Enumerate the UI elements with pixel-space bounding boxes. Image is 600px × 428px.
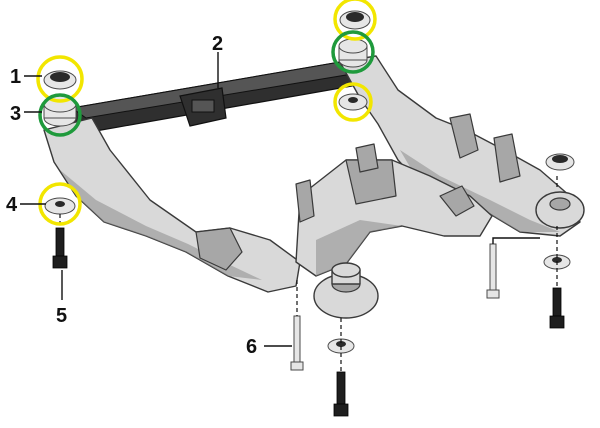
- left-longitudinal-arm: [43, 117, 301, 293]
- upper-insulator-left: [43, 70, 77, 90]
- bolt-front-right: [549, 287, 565, 329]
- lower-insulator-left: [44, 197, 76, 215]
- right-longitudinal-arm: [339, 55, 581, 237]
- long-bolt-right: [486, 243, 500, 299]
- yellow-ring-upper-right: [333, 0, 377, 41]
- front-right-mount-tower: [535, 191, 585, 229]
- callout-3: 3: [10, 103, 21, 125]
- callout-4: 4: [6, 194, 18, 216]
- callout-2: 2: [212, 33, 223, 55]
- bolt-rear-left: [52, 227, 68, 269]
- long-bolt-left: [290, 315, 304, 371]
- callout-1: 1: [10, 66, 21, 88]
- rear-right-mount-bushing: [338, 38, 368, 68]
- alignment-lines: [59, 176, 558, 372]
- bolt-front-left: [333, 371, 349, 417]
- rear-left-mount-bushing: [43, 95, 77, 127]
- highlight-rings: [36, 0, 377, 226]
- upper-insulator-right: [339, 10, 371, 30]
- leader-lines: [20, 52, 292, 347]
- callout-5: 5: [56, 305, 67, 327]
- green-ring-left: [38, 93, 82, 137]
- front-left-mount-tower: [313, 262, 379, 319]
- green-ring-right: [331, 30, 375, 74]
- upper-insulator-front-right: [545, 153, 575, 171]
- yellow-ring-lower-right: [333, 82, 373, 122]
- front-cross-member: [295, 143, 493, 277]
- callout-6: 6: [246, 336, 257, 358]
- yellow-ring-upper-left: [36, 55, 84, 103]
- lower-insulator-right: [338, 93, 368, 111]
- rear-cross-beam: [70, 61, 354, 133]
